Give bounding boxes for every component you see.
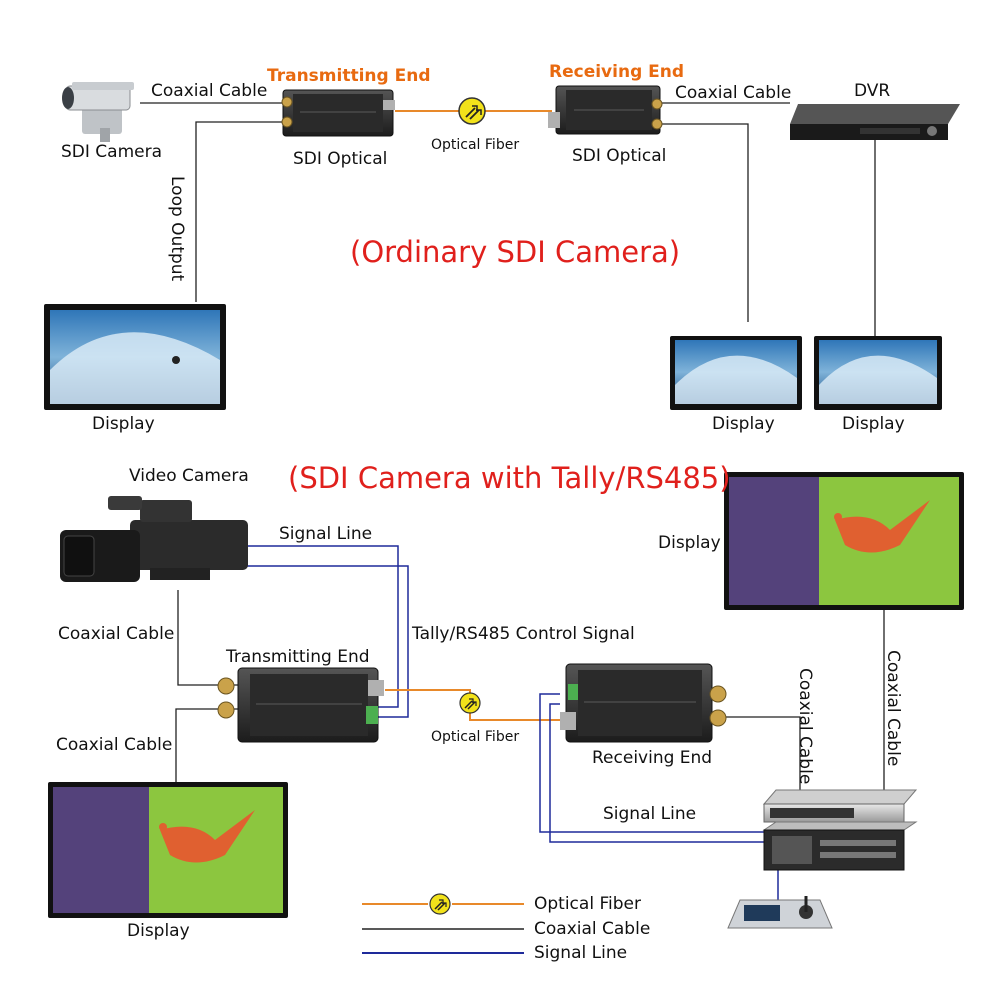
label-display-left-1: Display [92, 414, 155, 434]
legend-fiber-icon [429, 893, 451, 915]
sdi-optical-tx-device [281, 89, 395, 137]
legend-signal-label: Signal Line [534, 943, 628, 963]
label-coax-left: Coaxial Cable [151, 81, 268, 101]
label-display-right-2: Display [658, 533, 721, 553]
label-coax-camera: Coaxial Cable [58, 624, 175, 644]
label-tx-end: Transmitting End [267, 66, 431, 86]
label-display-left-2: Display [127, 921, 190, 941]
label-video-camera: Video Camera [129, 466, 249, 486]
label-dvr: DVR [854, 81, 891, 101]
display-mid-sec1 [670, 336, 802, 410]
title-section2: (SDI Camera with Tally/RS485) [288, 461, 731, 495]
label-signal-line-top: Signal Line [279, 524, 373, 544]
label-rx-sdi-optical: SDI Optical [572, 146, 667, 166]
label-coax-display: Coaxial Cable [56, 735, 173, 755]
coax-rx-to-rack [718, 716, 801, 790]
title-section1: (Ordinary SDI Camera) [350, 235, 681, 269]
display-left-sec2 [48, 782, 288, 918]
tx-device-2 [217, 667, 384, 743]
signal-rx-b [549, 703, 764, 843]
label-display-right-1: Display [842, 414, 905, 434]
fiber-icon [458, 97, 486, 125]
display-right-sec2 [724, 472, 964, 610]
signal-rx-a [539, 693, 764, 833]
label-tally: Tally/RS485 Control Signal [412, 624, 635, 644]
label-display-mid-1: Display [712, 414, 775, 434]
sdi-camera-icon [62, 82, 134, 142]
label-signal-line-bottom: Signal Line [603, 804, 697, 824]
label-rx-end: Receiving End [549, 62, 685, 82]
label-fiber-2: Optical Fiber [431, 729, 520, 745]
sdi-optical-rx-device [548, 85, 663, 135]
coax-tx2-to-display [175, 708, 240, 782]
coax-rx-to-display [660, 123, 749, 322]
coax-loop-output [195, 121, 285, 302]
label-rx-end-2: Receiving End [592, 748, 713, 768]
fiber-icon-2 [459, 692, 481, 714]
dvr-device [790, 104, 960, 140]
video-camera-icon [60, 496, 248, 582]
fiber-line-2b [469, 710, 562, 721]
display-left-sec1 [44, 304, 226, 410]
rx-device-2 [560, 663, 727, 743]
coax-camera-to-tx2 [177, 590, 240, 686]
label-tx-end-2: Transmitting End [226, 647, 370, 667]
label-tx-sdi-optical: SDI Optical [293, 149, 388, 169]
ptz-keyboard [727, 896, 833, 929]
label-coax-right: Coaxial Cable [675, 83, 792, 103]
label-loop-output: Loop Output [167, 176, 187, 282]
label-coax-vert-2: Coaxial Cable [883, 650, 903, 767]
signal-camera-b [245, 565, 409, 718]
label-fiber-1: Optical Fiber [431, 137, 520, 153]
section2-cables [175, 545, 885, 905]
display-right-sec1 [814, 336, 942, 410]
label-coax-vert-1: Coaxial Cable [795, 668, 815, 785]
legend [362, 893, 524, 954]
legend-coax-label: Coaxial Cable [534, 919, 651, 939]
control-rack [762, 789, 918, 871]
signal-camera-a [245, 545, 399, 708]
legend-fiber-label: Optical Fiber [534, 894, 641, 914]
label-sdi-camera: SDI Camera [61, 142, 163, 162]
